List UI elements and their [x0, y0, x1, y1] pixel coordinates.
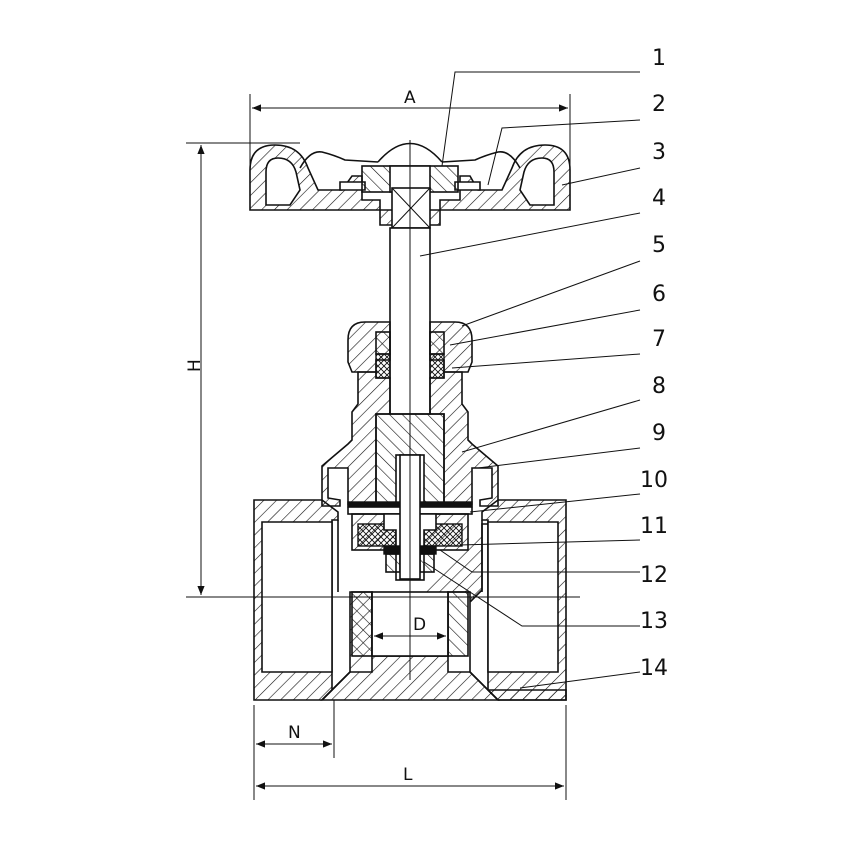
callout-2: 2	[652, 92, 666, 117]
callout-6: 6	[652, 282, 666, 307]
handwheel	[249, 142, 571, 226]
callout-11: 11	[640, 514, 668, 539]
leader-lines	[419, 71, 641, 689]
dim-H-label: H	[185, 359, 205, 372]
bonnet	[321, 371, 499, 507]
callout-labels: 1 2 3 4 5 6 7 8 9 10 11 12 13 14	[640, 46, 668, 681]
dim-A-label: A	[404, 88, 416, 108]
dimension-D: D	[374, 615, 446, 640]
dimension-A: A	[249, 88, 571, 200]
dim-L-label: L	[403, 765, 413, 785]
stem-square-head	[391, 187, 431, 229]
dim-D-label: D	[413, 615, 426, 635]
callout-9: 9	[652, 421, 666, 446]
dimension-N: N	[253, 700, 335, 800]
callout-8: 8	[652, 374, 666, 399]
dimension-L: L	[256, 705, 567, 800]
callout-13: 13	[640, 609, 668, 634]
callout-14: 14	[640, 656, 668, 681]
callout-5: 5	[652, 233, 666, 258]
callout-4: 4	[652, 186, 666, 211]
callout-1: 1	[652, 46, 666, 71]
callout-10: 10	[640, 468, 668, 493]
callout-3: 3	[652, 140, 666, 165]
callout-12: 12	[640, 563, 668, 588]
callout-7: 7	[652, 327, 666, 352]
dimension-H: H	[185, 142, 300, 598]
dim-N-label: N	[288, 723, 301, 743]
center-lines	[240, 140, 580, 680]
